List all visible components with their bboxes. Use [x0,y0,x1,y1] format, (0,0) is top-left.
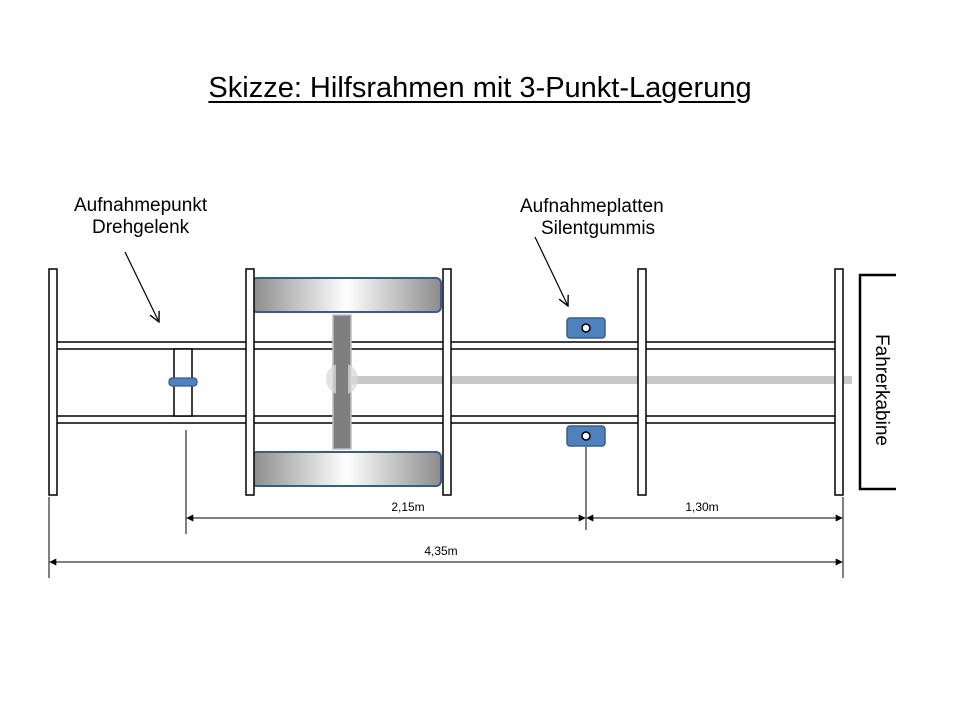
wheel-bottom [251,451,442,487]
dim-label-plates-cab: 1,30m [685,500,718,514]
diagram-title: Skizze: Hilfsrahmen mit 3-Punkt-Lagerung [208,72,752,104]
dim-label-total: 4,35m [424,544,457,558]
mount-plate-bottom-bolt [581,431,591,441]
crossmember-4 [637,268,647,496]
pivot-label-line1: Aufnahmepunkt [74,195,208,216]
cab-outline [858,273,896,491]
plates-label-line1: Aufnahmeplatten [520,196,664,217]
pivot-label-line2: Drehgelenk [92,217,190,238]
crossmember-1 [48,268,58,496]
pivot-pointer-arrow [124,251,159,322]
pivot-mount [168,377,198,387]
cab-label: Fahrerkabine [871,334,892,446]
wheel-top [251,277,442,313]
rear-axle-core [336,318,348,446]
crossmember-2 [245,268,255,496]
mount-plate-top-bolt [581,323,591,333]
plates-label-line2: Silentgummis [541,218,656,239]
dim-label-pivot-plates: 2,15m [391,500,424,514]
plates-pointer-arrow [534,236,568,306]
driveshaft [340,376,852,384]
crossmember-3 [442,268,452,496]
crossmember-5 [834,268,844,496]
